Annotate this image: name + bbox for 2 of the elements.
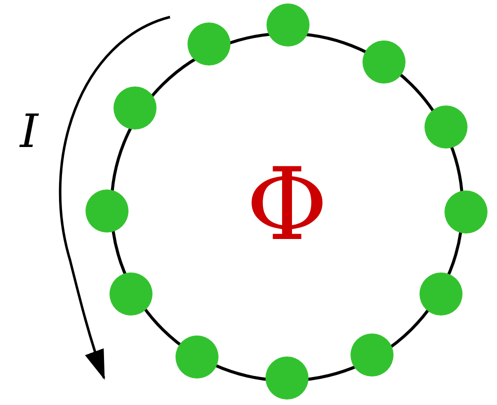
flux-symbol: Φ: [246, 155, 328, 255]
current-label: I: [20, 108, 38, 154]
